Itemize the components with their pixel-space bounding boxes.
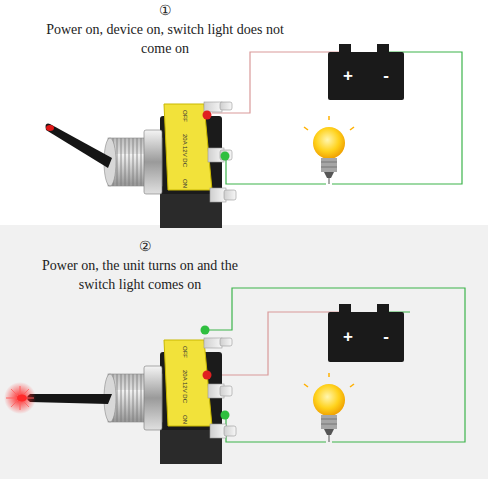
- terminal-sign: +: [343, 327, 353, 347]
- panel-heading: ①: [60, 2, 270, 21]
- battery: +-: [328, 52, 404, 100]
- switch-marking: ON: [182, 415, 188, 424]
- panel-heading: Power on, device on, switch light does n…: [40, 21, 290, 59]
- switch-plate: OFF 20A 12V DC ON: [179, 110, 191, 188]
- switch-marking: ON: [182, 179, 188, 188]
- battery: +-: [328, 312, 404, 362]
- switch-marking: 20A 12V DC: [182, 134, 188, 167]
- panel-heading: Power on, the unit turns on and the swit…: [30, 257, 250, 295]
- switch-marking: OFF: [182, 346, 188, 358]
- panel-heading: ②: [45, 238, 245, 257]
- terminal-sign: -: [383, 66, 389, 86]
- terminal-sign: -: [383, 327, 389, 347]
- switch-marking: 20A 12V DC: [182, 370, 188, 403]
- switch-plate: OFF 20A 12V DC ON: [179, 346, 191, 424]
- terminal-sign: +: [343, 66, 353, 86]
- switch-marking: OFF: [182, 110, 188, 122]
